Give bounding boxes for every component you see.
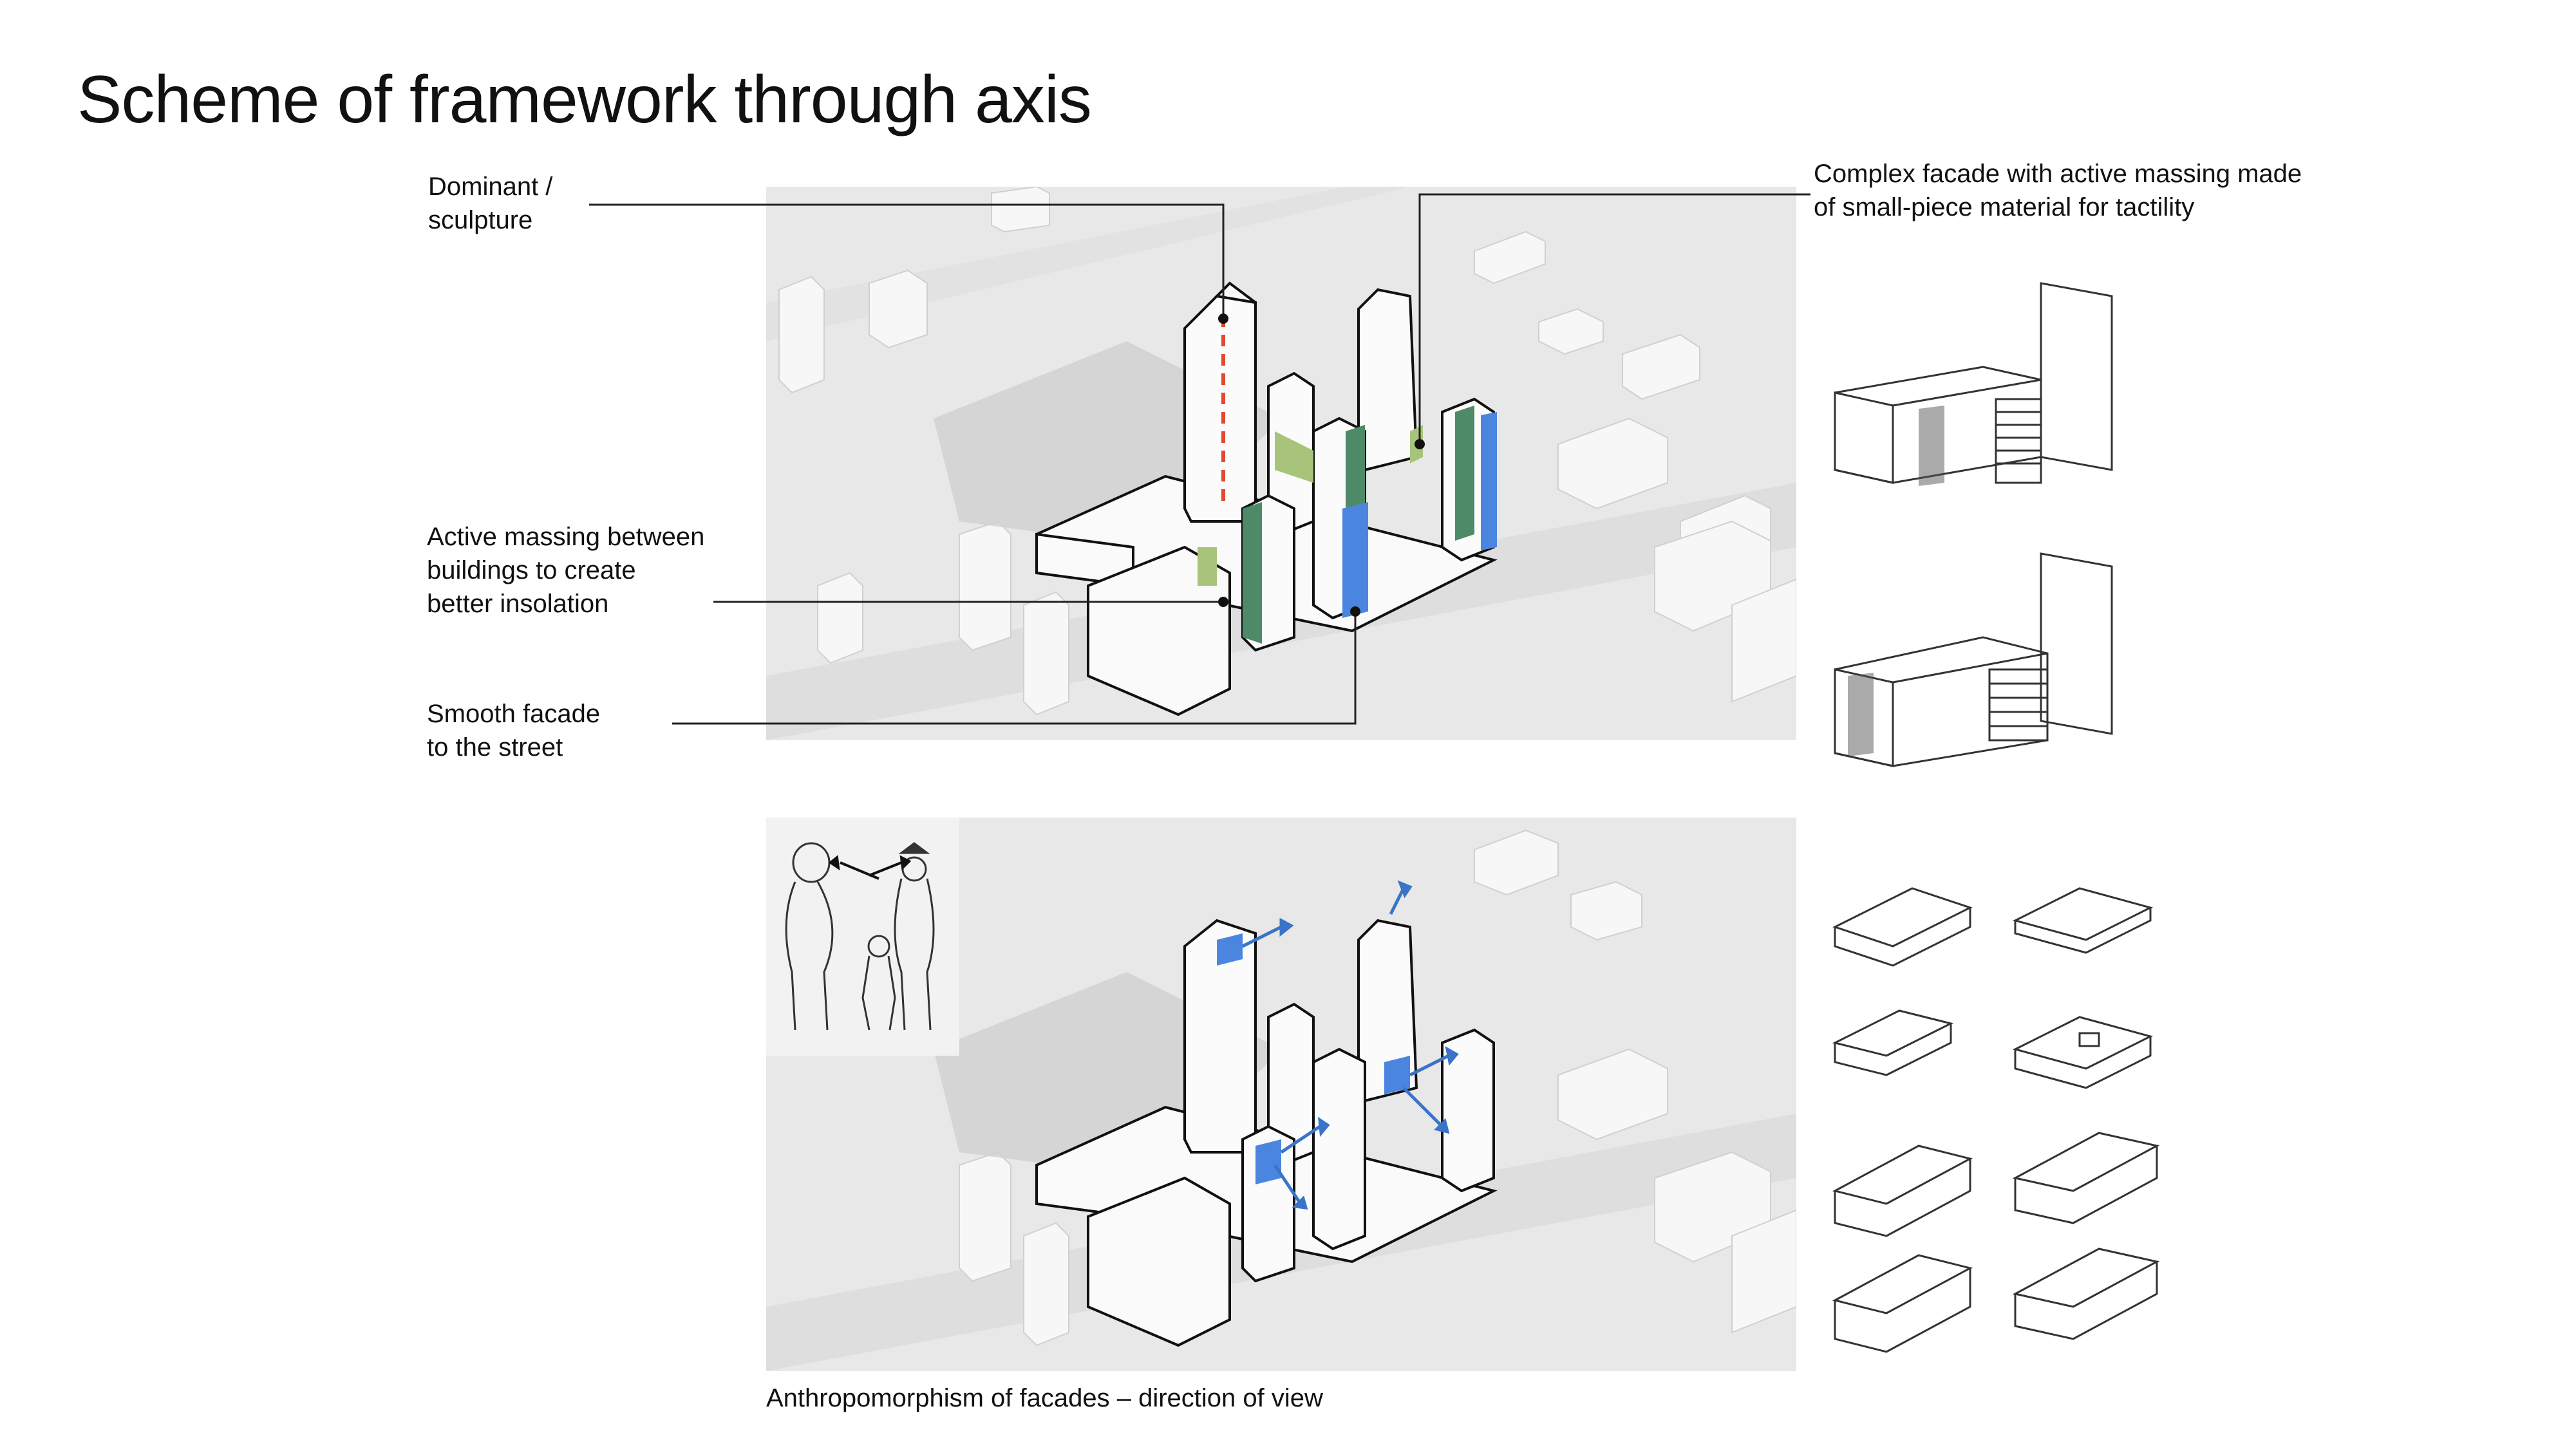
facade-green-2 (1346, 425, 1365, 515)
facade-blue-2 (1481, 412, 1497, 550)
massing-diagram-top (766, 187, 1796, 740)
leader-dot (1218, 313, 1228, 324)
leader-complex-facade (1418, 193, 1810, 444)
facade-sketch-1 (1834, 282, 2113, 486)
facade-olive-1 (1275, 431, 1313, 483)
slide-title: Scheme of framework through axis (77, 62, 1092, 137)
leader-dot (1350, 606, 1360, 617)
massing-diagram-bottom (766, 818, 1796, 1371)
facade-green-1 (1243, 502, 1262, 644)
window-blue-2 (1255, 1139, 1281, 1184)
label-smooth-facade: Smooth facade to the street (427, 700, 601, 762)
leader-dot (1415, 439, 1425, 449)
arrow-icon (828, 855, 912, 880)
facade-sketch-2 (1834, 552, 2113, 767)
label-active-massing: Active massing between buildings to crea… (427, 523, 705, 618)
facade-blue-1 (1342, 502, 1368, 618)
caption-anthropomorphism: Anthropomorphism of facades – direction … (766, 1384, 1323, 1412)
massing-sketches-grid (1832, 887, 2160, 1353)
context-buildings (778, 187, 1796, 716)
facade-olive-2 (1198, 547, 1217, 586)
label-complex-facade: Complex facade with active massing made … (1814, 160, 2302, 221)
person-sketch-icon (785, 842, 935, 1031)
people-sketch-inset (766, 818, 959, 1056)
leader-dot (1218, 597, 1228, 607)
view-arrows (1241, 880, 1459, 1210)
window-blue-1 (1217, 933, 1243, 966)
facade-green-3 (1455, 406, 1474, 541)
leader-smooth-facade (672, 612, 1357, 725)
context-buildings (959, 829, 1796, 1347)
leader-dominant (589, 203, 1225, 315)
label-dominant: Dominant / sculpture (428, 173, 553, 234)
window-blue-3 (1384, 1056, 1410, 1094)
